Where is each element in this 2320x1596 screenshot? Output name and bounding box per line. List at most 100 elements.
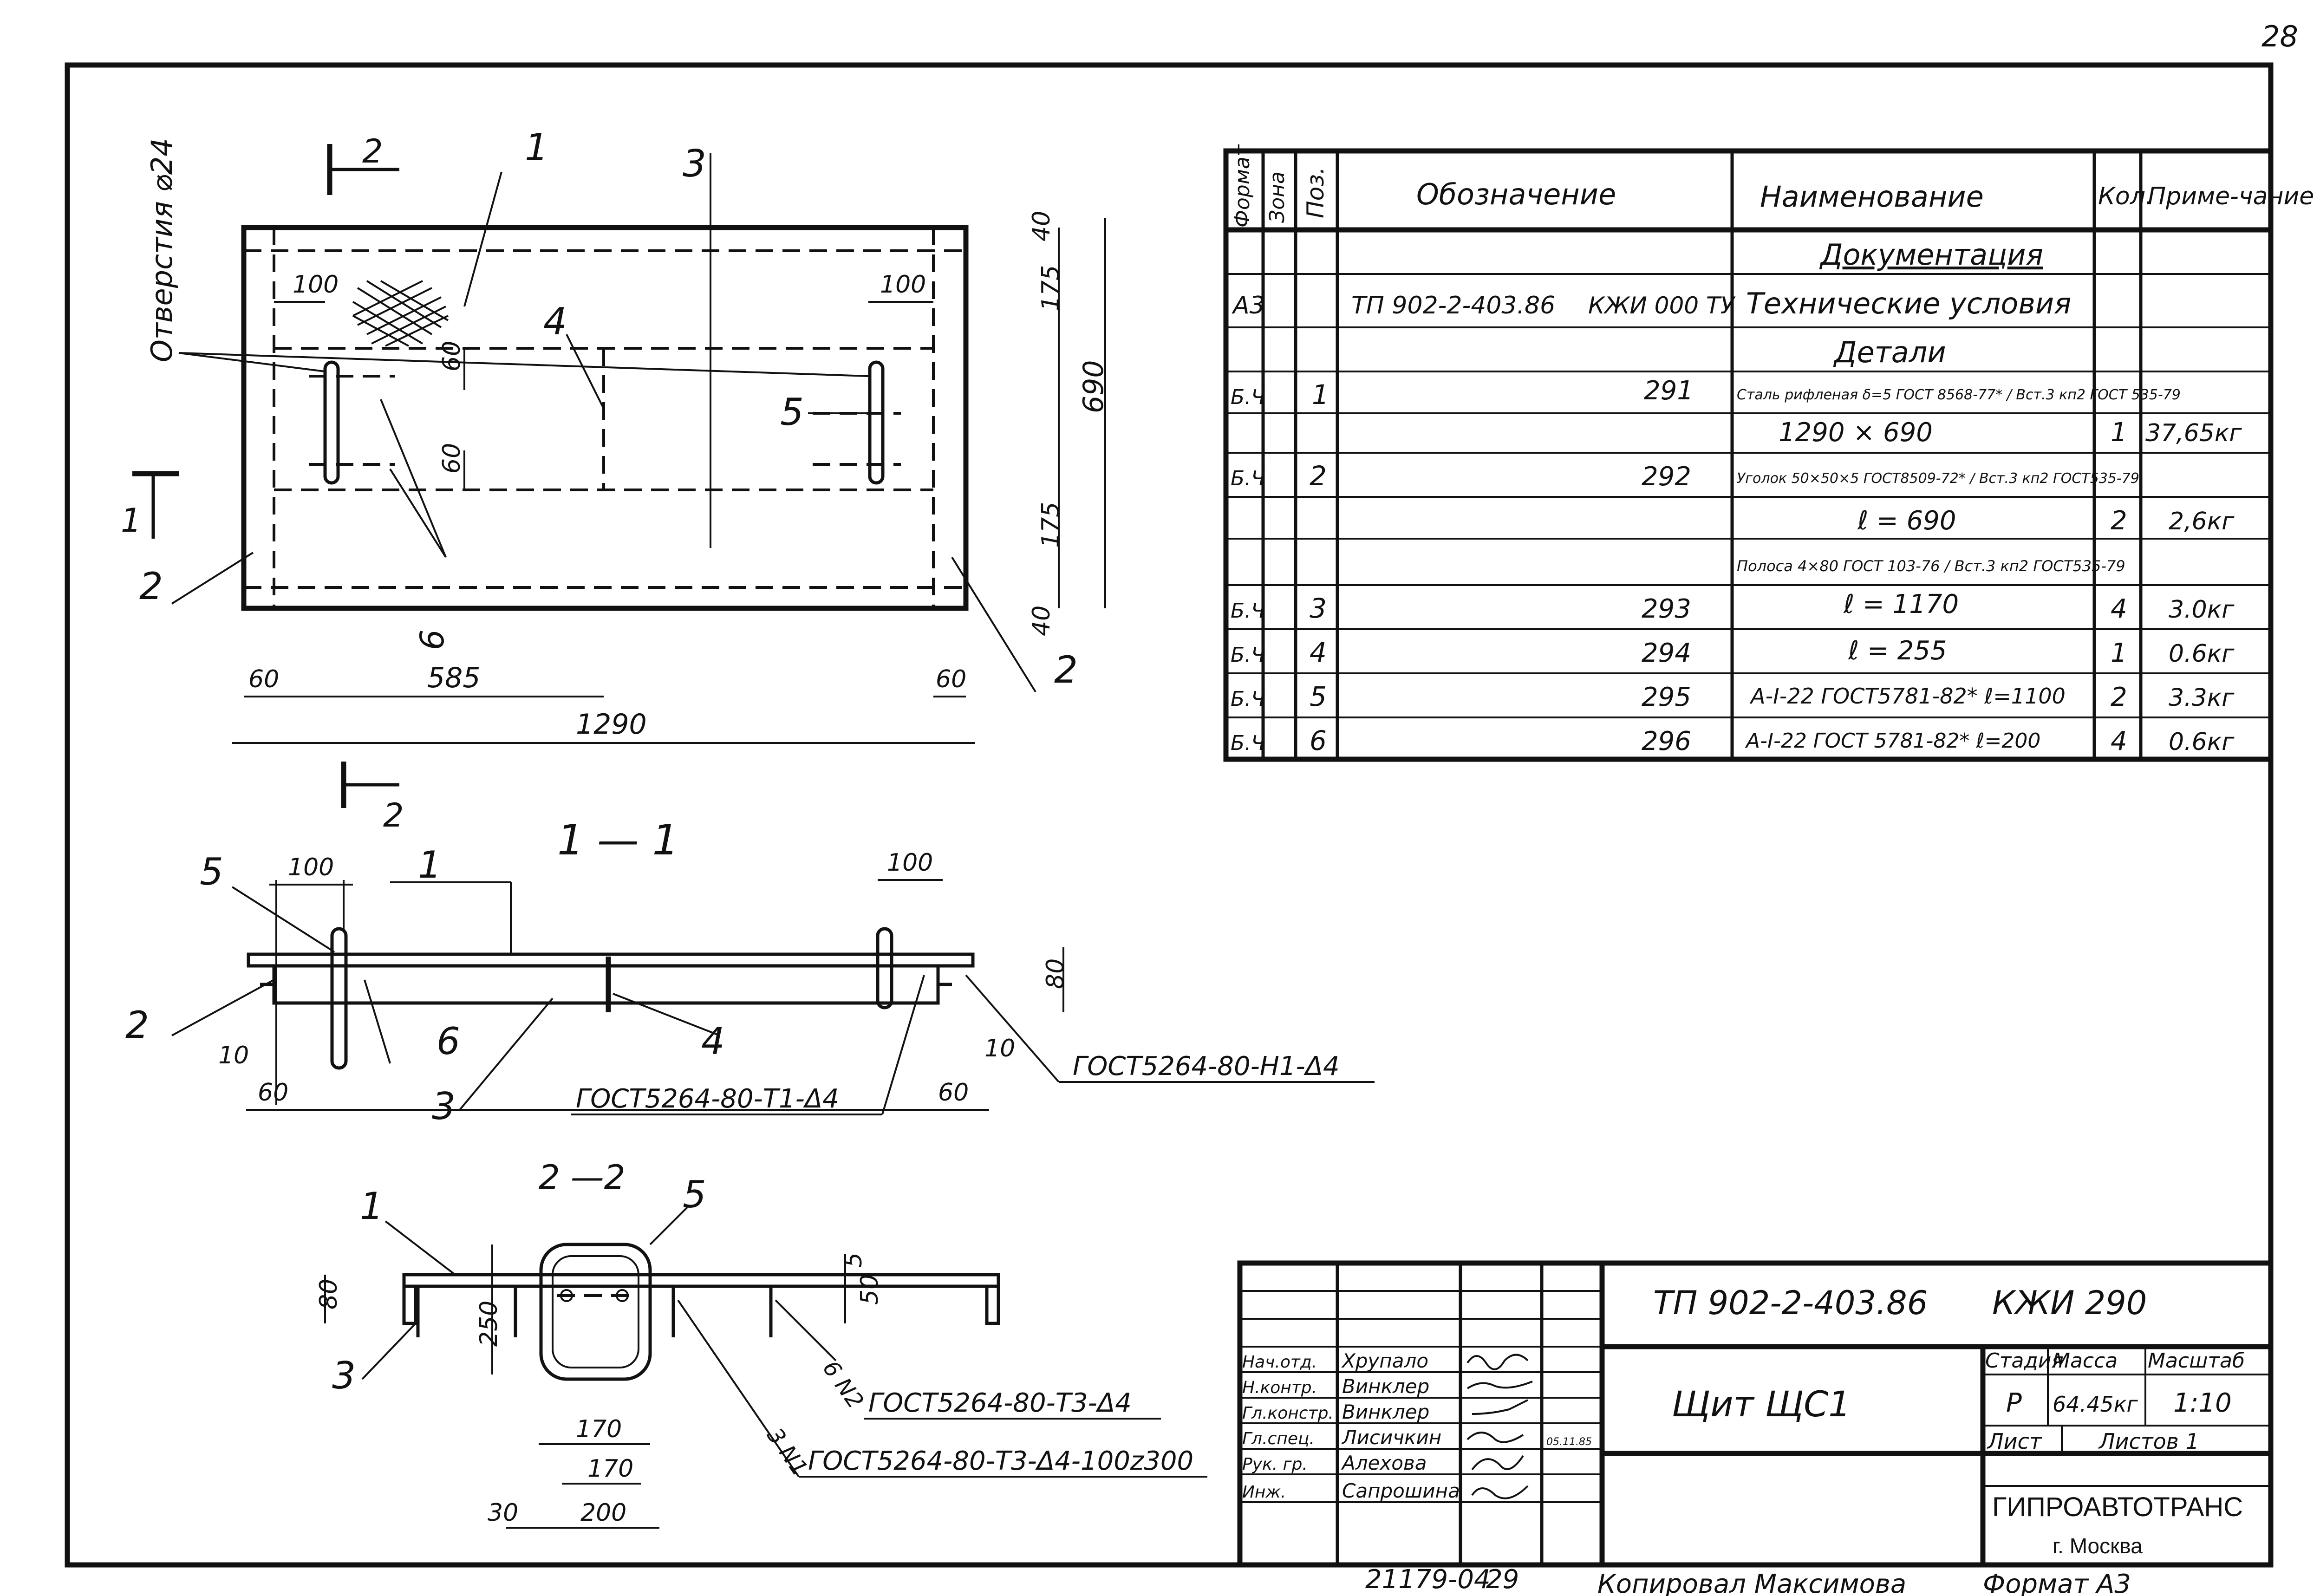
row8-note: 3.0кг (2169, 596, 2235, 624)
section-1-1: 1 — 1 100 100 80 10 60 10 60 5 1 2 6 4 3 (125, 816, 1375, 1128)
footer-format: Формат А3 (1983, 1569, 2131, 1596)
row2-name: Детали (1833, 335, 1946, 369)
plate-outline (241, 225, 969, 611)
pos3-label: 3 (683, 142, 706, 185)
s22-angle-l (402, 1284, 417, 1325)
row8-code: 293 (1642, 594, 1691, 624)
name-3: Лисичкин (1341, 1426, 1441, 1449)
row4-name: 1290 × 690 (1779, 417, 1933, 448)
s11-d80: 80 (1042, 958, 1069, 989)
s22-mark-6n2: 6 N2 (817, 1356, 868, 1414)
role-0: Нач.отд. (1242, 1353, 1317, 1372)
row3-format: Б.Ч (1231, 385, 1265, 409)
row5-pos: 2 (1310, 460, 1327, 492)
role-3: Гл.спец. (1242, 1429, 1315, 1448)
row11-qty: 4 (2111, 726, 2127, 756)
row11-code: 296 (1642, 726, 1691, 756)
s22-leader-3n1 (677, 1299, 800, 1478)
pos1-leader (463, 171, 502, 307)
row1-format: А3 (1232, 292, 1265, 319)
spec-table: Формат Зона Поз. Обозначение Наименовани… (1223, 144, 2314, 762)
s22-handle-outer (539, 1243, 652, 1381)
s11-handle-left (330, 927, 348, 1070)
row8-format: Б.Ч (1231, 599, 1265, 623)
row9-format: Б.Ч (1231, 643, 1265, 667)
dim175a: 175 (1037, 265, 1065, 311)
dim60c: 60 (248, 665, 279, 693)
row3-pos: 1 (1312, 379, 1329, 410)
section-2-2: 2 —2 80 250 5 50 170 170 200 30 1 5 3 (315, 1158, 1207, 1529)
row9-name: ℓ = 255 (1848, 636, 1947, 666)
dim175b: 175 (1037, 502, 1065, 548)
s22-leader-3 (361, 1322, 417, 1380)
s11-weld1: ГОСТ5264-80-Т1-Δ4 (576, 1084, 839, 1114)
row3-code: 291 (1644, 376, 1694, 406)
pos4-leader (566, 334, 605, 409)
pos2-left-label: 2 (139, 565, 163, 608)
row11-format: Б.Ч (1231, 731, 1265, 755)
row10-format: Б.Ч (1231, 687, 1265, 711)
s11-weld2-leader (965, 974, 1060, 1083)
role-2: Гл.констр. (1242, 1404, 1334, 1423)
row6-name: ℓ = 690 (1857, 506, 1956, 536)
tb-scale-label: Масштаб (2148, 1349, 2245, 1373)
row5-name: Уголок 50×50×5 ГОСТ8509-72* / Вст.3 кп2 … (1737, 470, 2139, 487)
role-5: Инж. (1242, 1483, 1286, 1502)
tb-border (1237, 1260, 2274, 1568)
s11-d60b: 60 (938, 1079, 969, 1107)
pos4-label: 4 (543, 300, 567, 343)
row1-name: Технические условия (1746, 287, 2071, 320)
s22-d80: 80 (315, 1279, 343, 1309)
pos5-label: 5 (780, 391, 804, 434)
hdr-zone: Зона (1265, 171, 1289, 223)
s11-leader-2 (171, 979, 274, 1036)
row7-name: Полоса 4×80 ГОСТ 103-76 / Вст.3 кп2 ГОСТ… (1737, 557, 2125, 575)
row1-designation: ТП 902-2-403.86 (1351, 292, 1555, 319)
s22-leader-5 (649, 1206, 688, 1245)
hdr-pos: Поз. (1302, 167, 1329, 218)
tb-scale: 1:10 (2173, 1388, 2232, 1418)
tb-doc-code: ТП 902-2-403.86 (1653, 1284, 1928, 1322)
s22-mark-3n1: 3 N1 (762, 1423, 813, 1481)
dim60b: 60 (438, 443, 466, 474)
row10-note: 3.3кг (2169, 684, 2235, 712)
pos6-leader-a (380, 399, 447, 558)
row10-qty: 2 (2111, 682, 2127, 712)
row4-note: 37,65кг (2145, 419, 2242, 447)
s11-label-4: 4 (701, 1020, 725, 1063)
s22-d50: 50 (856, 1274, 884, 1305)
dim60d: 60 (936, 665, 966, 693)
title-block: Нач.отд. Хрупало Н.контр. Винклер Гл.кон… (1237, 1260, 2274, 1568)
s22-d5: 5 (840, 1252, 867, 1268)
section11-title: 1 — 1 (557, 816, 679, 865)
dim100a: 100 (293, 271, 339, 299)
section2-top-label: 2 (362, 132, 383, 170)
s22-leader-6n2 (775, 1299, 837, 1361)
row0-name: Документация (1819, 238, 2043, 272)
s11-d60a: 60 (258, 1079, 288, 1107)
s22-d250: 250 (475, 1301, 503, 1347)
s22-weld2: ГОСТ5264-80-Т3-Δ4-100z300 (808, 1446, 1193, 1476)
dim40b: 40 (1028, 606, 1056, 636)
s11-leader-4 (613, 993, 720, 1036)
row10-pos: 5 (1310, 681, 1327, 712)
name-1: Винклер (1342, 1375, 1429, 1398)
pos2-right-leader (951, 556, 1036, 693)
footer-copied: Копировал Максимова (1597, 1569, 1906, 1596)
s22-weld1: ГОСТ5264-80-Т3-Δ4 (868, 1388, 1132, 1418)
s11-handle-right (876, 927, 893, 1010)
section2-bottom-label: 2 (383, 796, 404, 834)
hdr-designation: Обозначение (1416, 177, 1616, 211)
row11-name: А-I-22 ГОСТ 5781-82* ℓ=200 (1745, 729, 2040, 753)
tb-stage-label: Стадия (1985, 1349, 2064, 1373)
row5-format: Б.Ч (1231, 467, 1265, 490)
s11-d100a: 100 (288, 853, 334, 881)
s11-label-5: 5 (200, 850, 223, 893)
s22-handle-hole-r (616, 1289, 629, 1302)
s11-weld2: ГОСТ5264-80-Н1-Δ4 (1073, 1051, 1340, 1081)
dim585: 585 (427, 662, 481, 694)
tb-mass-label: Масса (2053, 1349, 2118, 1373)
row8-qty: 4 (2111, 594, 2127, 624)
checker-plate-hatch (352, 280, 449, 347)
